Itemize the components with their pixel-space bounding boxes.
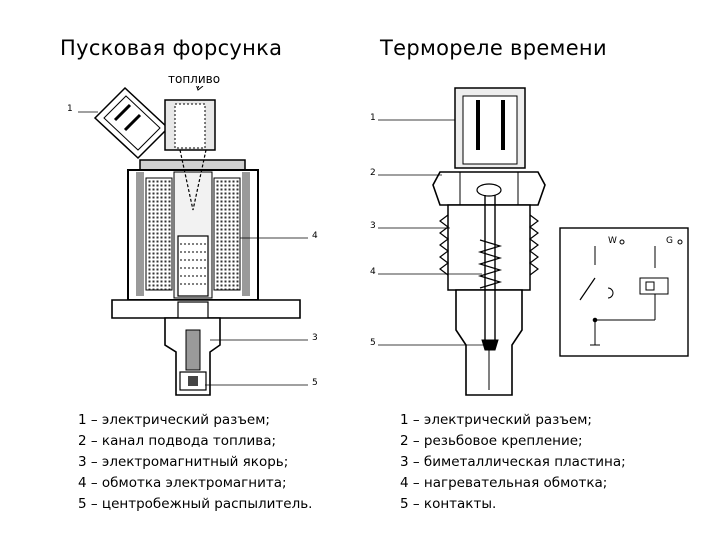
armature (177, 235, 209, 297)
legend-item: 5 – центробежный распылитель. (78, 496, 313, 512)
legend-item: 1 – электрический разъем; (400, 412, 592, 428)
schematic-label-g: G (666, 236, 673, 246)
relay-legend: 1 – электрический разъем; 2 – резьбовое … (400, 410, 626, 515)
legend-item: 3 – биметаллическая пластина; (400, 454, 626, 470)
solenoid-coil-right (213, 177, 241, 291)
injector-legend: 1 – электрический разъем; 2 – канал подв… (78, 410, 312, 515)
legend-item: 4 – обмотка электромагнита; (78, 475, 287, 491)
legend-item: 3 – электромагнитный якорь; (78, 454, 289, 470)
right-callout-4: 4 (370, 267, 376, 277)
schematic-label-w: W (608, 236, 617, 246)
thermo-relay-title: Термореле времени (380, 36, 607, 60)
right-callout-3: 3 (370, 221, 376, 231)
heater-winding (477, 239, 503, 289)
legend-item: 1 – электрический разъем; (78, 412, 270, 428)
left-callout-4: 4 (312, 231, 318, 241)
fuel-channel (179, 149, 207, 211)
left-callout-1: 1 (67, 104, 73, 114)
left-callout-3: 3 (312, 333, 318, 343)
right-callout-5: 5 (370, 338, 376, 348)
right-callout-2: 2 (370, 168, 376, 178)
legend-item: 5 – контакты. (400, 496, 497, 512)
right-callout-1: 1 (370, 113, 376, 123)
legend-item: 4 – нагревательная обмотка; (400, 475, 608, 491)
threaded-body (447, 204, 531, 291)
relay-contacts (481, 339, 499, 351)
injector-title: Пусковая форсунка (60, 36, 283, 60)
electrical-connector (93, 86, 170, 160)
legend-item: 2 – канал подвода топлива; (78, 433, 277, 449)
legend-item: 2 – резьбовое крепление; (400, 433, 583, 449)
left-callout-5: 5 (312, 378, 318, 388)
right-callout-lines (378, 119, 484, 346)
thermo-time-switch-drawing (432, 87, 546, 396)
fuel-label: топливо (166, 72, 223, 86)
wiring-schematic (559, 227, 689, 357)
cold-start-injector-drawing (93, 75, 301, 396)
solenoid-coil-left (145, 177, 173, 291)
left-callout-lines (78, 111, 308, 386)
